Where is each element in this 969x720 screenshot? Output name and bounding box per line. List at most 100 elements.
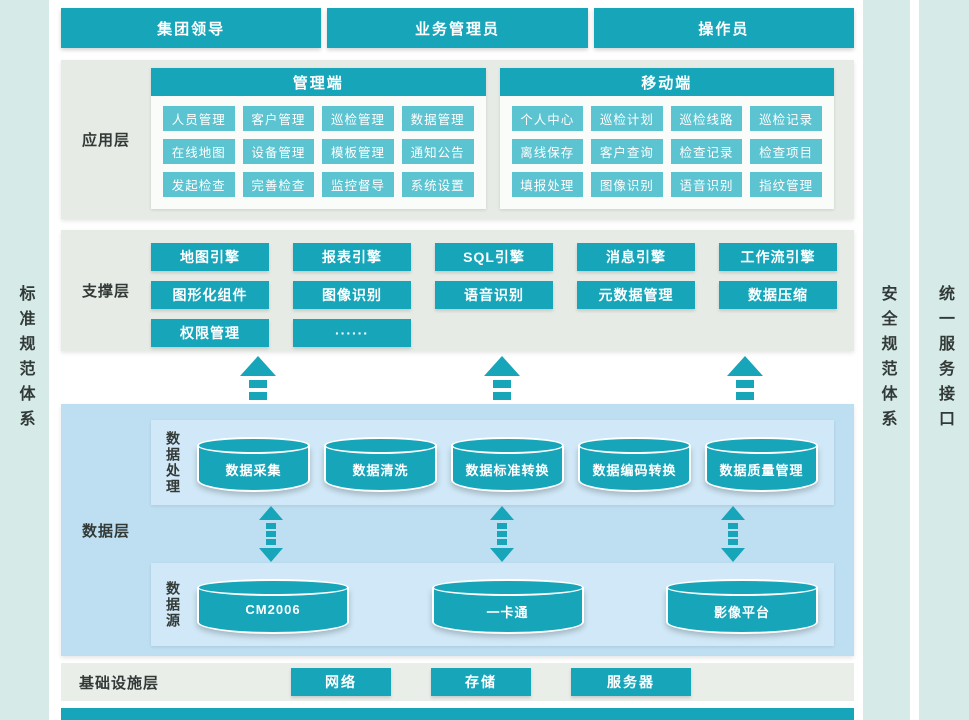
- cylinder-label: 影像平台: [713, 604, 770, 620]
- application-layer-label: 应用层: [81, 132, 130, 149]
- cylinder-label: 数据采集: [225, 462, 282, 478]
- infra-item-network: 网络: [291, 668, 391, 696]
- infrastructure-items: 网络 存储 服务器: [291, 668, 691, 696]
- database-cylinder: 影像平台: [666, 578, 818, 634]
- double-arrow-icon: [721, 506, 745, 562]
- support-item: 元数据管理: [577, 281, 695, 309]
- cylinder-top-icon: [705, 436, 818, 454]
- app-item: 检查记录: [670, 139, 743, 164]
- layer-arrows-row: [61, 351, 854, 404]
- app-item: 客户管理: [242, 106, 315, 131]
- app-item: 巡检记录: [750, 106, 822, 131]
- infrastructure-layer: 基础设施层 网络 存储 服务器: [61, 663, 854, 701]
- roles-row: 集团领导 业务管理员 操作员: [61, 8, 854, 48]
- app-item: 发起检查: [163, 172, 235, 197]
- data-processing-label: 数据处理: [165, 430, 181, 495]
- double-arrow-icon: [490, 506, 514, 562]
- management-panel-title: 管理端: [151, 68, 486, 96]
- standards-system-label: 标准规范体系: [16, 285, 34, 435]
- service-interface-label: 统一服务接口: [936, 285, 953, 435]
- role-button-operator: 操作员: [593, 8, 854, 48]
- app-item: 完善检查: [242, 172, 315, 197]
- app-item: 巡检管理: [322, 106, 394, 131]
- application-layer: 应用层 管理端 人员管理 客户管理 巡检管理 数据管理 在线地图 设备管理 模板…: [61, 60, 854, 219]
- app-item: 检查项目: [750, 139, 822, 164]
- app-item: 巡检线路: [670, 106, 743, 131]
- support-item: 权限管理: [151, 319, 269, 347]
- app-item: 监控督导: [322, 172, 394, 197]
- up-arrow-icon: [240, 355, 276, 400]
- app-item: 指纹管理: [750, 172, 822, 197]
- cylinder-label: 数据质量管理: [719, 462, 804, 478]
- bottom-accent-bar: [61, 708, 854, 720]
- processing-cylinders: 数据采集 数据清洗 数据标准转换 数据编码转换: [195, 420, 834, 505]
- app-item: 离线保存: [511, 139, 584, 164]
- data-layer: 数据层 数据处理 数据采集 数据清洗: [61, 404, 854, 656]
- role-button-group-leader: 集团领导: [61, 8, 322, 48]
- database-cylinder: 一卡通: [431, 578, 584, 634]
- data-processing-box: 数据处理 数据采集 数据清洗 数据标准转换: [151, 420, 834, 505]
- mobile-panel-grid: 个人中心 巡检计划 巡检线路 巡检记录 离线保存 客户查询 检查记录 检查项目 …: [500, 96, 835, 209]
- database-cylinder: 数据编码转换: [578, 436, 691, 492]
- app-item: 系统设置: [401, 172, 474, 197]
- up-arrow-icon: [727, 355, 763, 400]
- source-cylinders: CM2006 一卡通 影像平台: [195, 563, 834, 646]
- app-item: 数据管理: [401, 106, 474, 131]
- data-layer-content: 数据处理 数据采集 数据清洗 数据标准转换: [151, 404, 854, 656]
- support-item: 语音识别: [435, 281, 553, 309]
- main-content: 集团领导 业务管理员 操作员 应用层 管理端 人员管理 客户管理 巡检管理 数据…: [61, 0, 854, 720]
- support-layer-label: 支撑层: [81, 283, 130, 300]
- double-arrow-icon: [259, 506, 283, 562]
- cylinder-top-icon: [666, 578, 818, 596]
- cylinder-top-icon: [578, 436, 691, 454]
- support-item: 图形化组件: [151, 281, 269, 309]
- support-item: 数据压缩: [719, 281, 837, 309]
- security-system-label: 安全规范体系: [878, 285, 896, 435]
- infrastructure-layer-label: 基础设施层: [79, 674, 160, 692]
- up-arrow-icon: [483, 355, 520, 400]
- cylinder-top-icon: [451, 436, 564, 454]
- cylinder-top-icon: [431, 578, 584, 596]
- security-system-sidebar: 安全规范体系: [863, 0, 910, 720]
- cylinder-label: 数据清洗: [352, 462, 409, 478]
- support-item: 报表引擎: [293, 243, 411, 271]
- data-flow-arrows: [151, 505, 834, 563]
- app-item: 模板管理: [322, 139, 394, 164]
- app-item: 通知公告: [401, 139, 474, 164]
- database-cylinder: CM2006: [197, 578, 349, 634]
- infra-item-storage: 存储: [431, 668, 531, 696]
- cylinder-top-icon: [197, 436, 310, 454]
- app-item: 设备管理: [242, 139, 315, 164]
- support-item: SQL引擎: [435, 243, 553, 271]
- service-interface-sidebar: 统一服务接口: [919, 0, 969, 720]
- database-cylinder: 数据质量管理: [705, 436, 818, 492]
- app-item: 客户查询: [591, 139, 663, 164]
- application-panels: 管理端 人员管理 客户管理 巡检管理 数据管理 在线地图 设备管理 模板管理 通…: [151, 60, 854, 219]
- app-item: 图像识别: [591, 172, 663, 197]
- mobile-panel: 移动端 个人中心 巡检计划 巡检线路 巡检记录 离线保存 客户查询 检查记录 检…: [499, 68, 835, 209]
- data-source-label: 数据源: [165, 580, 181, 629]
- cylinder-top-icon: [324, 436, 437, 454]
- app-item: 人员管理: [163, 106, 235, 131]
- support-item: 工作流引擎: [719, 243, 837, 271]
- mobile-panel-title: 移动端: [499, 68, 834, 96]
- support-item: 地图引擎: [151, 243, 269, 271]
- support-layer: 支撑层 地图引擎 报表引擎 SQL引擎 消息引擎 工作流引擎 图形化组件 图像识…: [61, 230, 854, 351]
- database-cylinder: 数据清洗: [324, 436, 437, 492]
- management-panel: 管理端 人员管理 客户管理 巡检管理 数据管理 在线地图 设备管理 模板管理 通…: [151, 68, 486, 209]
- app-item: 巡检计划: [591, 106, 663, 131]
- support-item: 消息引擎: [577, 243, 695, 271]
- app-item: 在线地图: [163, 139, 235, 164]
- support-item: 图像识别: [293, 281, 411, 309]
- cylinder-label: 一卡通: [486, 604, 529, 620]
- data-source-box: 数据源 CM2006 一卡通 影像平台: [151, 563, 834, 646]
- support-item: ······: [293, 319, 411, 347]
- cylinder-top-icon: [197, 578, 349, 596]
- support-grid: 地图引擎 报表引擎 SQL引擎 消息引擎 工作流引擎 图形化组件 图像识别 语音…: [151, 230, 857, 351]
- app-item: 填报处理: [511, 172, 584, 197]
- infra-item-server: 服务器: [571, 668, 691, 696]
- standards-system-sidebar: 标准规范体系: [0, 0, 49, 720]
- role-button-business-admin: 业务管理员: [327, 8, 588, 48]
- app-item: 个人中心: [511, 106, 584, 131]
